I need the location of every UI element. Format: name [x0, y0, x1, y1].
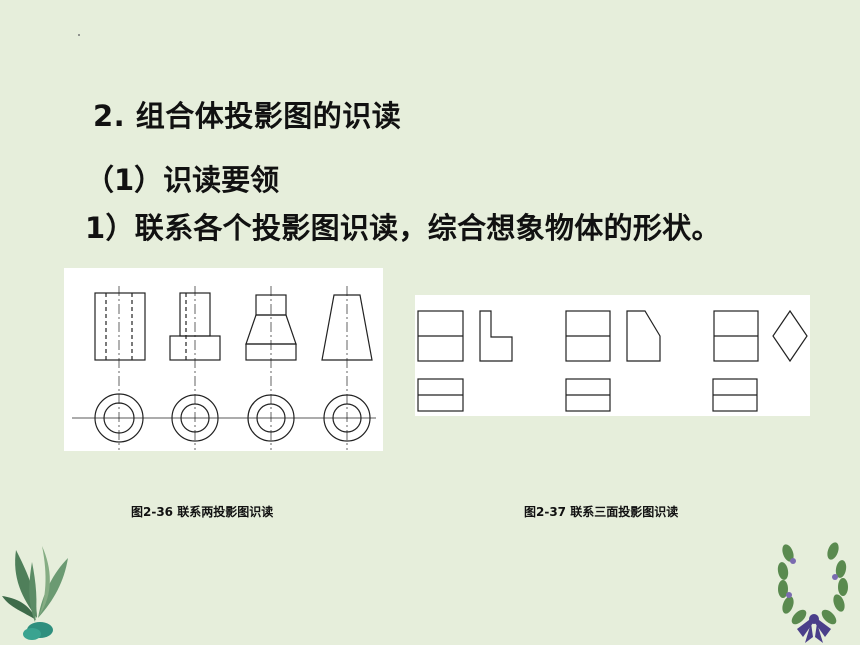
projection-frustum — [321, 286, 373, 450]
projection-cylinder — [94, 286, 146, 450]
wreath-decoration-icon — [773, 533, 853, 643]
three-view-drawings — [417, 309, 808, 412]
projection-set-l-shape — [417, 310, 513, 412]
plant-decoration-icon — [2, 538, 72, 643]
caption-figure-2-37: 图2-37 联系三面投影图识读 — [524, 505, 679, 519]
decorative-dot — [78, 34, 80, 36]
projection-capped-frustum — [245, 286, 297, 450]
subheading: （1）识读要领 — [85, 163, 280, 197]
figure-2-36 — [64, 268, 383, 451]
reading-point: 1）联系各个投影图识读，综合想象物体的形状。 — [85, 211, 721, 245]
section-heading: 2. 组合体投影图的识读 — [93, 99, 402, 133]
projection-set-chamfer — [565, 310, 661, 412]
projection-stepped-cylinder — [169, 286, 221, 450]
figure-2-37 — [415, 295, 810, 416]
projection-set-diamond — [712, 309, 808, 412]
caption-figure-2-36: 图2-36 联系两投影图识读 — [131, 505, 274, 519]
two-view-drawings — [72, 286, 376, 450]
